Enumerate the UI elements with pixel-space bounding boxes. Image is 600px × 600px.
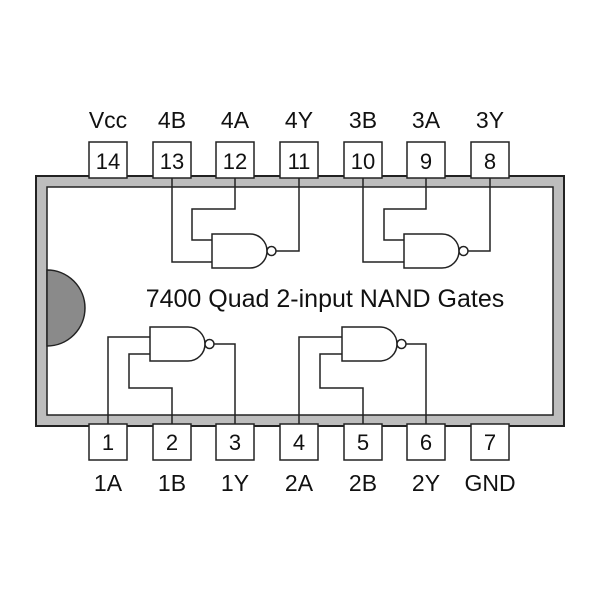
- pin-label: 3B: [349, 107, 377, 133]
- pin-box: [279, 423, 319, 461]
- top-pin-row: 14 Vcc 13 4B 12 4A 11 4Y 10 3B 9 3A: [88, 107, 510, 179]
- pin-box: [152, 423, 192, 461]
- nand-gate-body: [211, 233, 268, 269]
- pin-9: 9 3A: [406, 107, 446, 179]
- nand-gate-body: [341, 326, 398, 362]
- gate-wire: [383, 178, 427, 241]
- pin-number: 7: [484, 430, 496, 455]
- pin-label: 1A: [94, 470, 123, 496]
- pin-box: [152, 141, 192, 179]
- pin-11: 11 4Y: [279, 107, 319, 179]
- nand-gate-3: [362, 178, 491, 269]
- pin-1: 1 1A: [88, 423, 128, 496]
- pin-box: [215, 423, 255, 461]
- pin-number: 12: [223, 149, 247, 174]
- pin-number: 13: [160, 149, 184, 174]
- pin-number: 2: [166, 430, 178, 455]
- nand-inversion-bubble: [458, 245, 469, 257]
- nand-gate-body: [403, 233, 460, 269]
- pin-10: 10 3B: [343, 107, 383, 179]
- nand-inversion-bubble: [204, 338, 215, 350]
- pin-box: [88, 141, 128, 179]
- pin-box: [406, 423, 446, 461]
- nand-inversion-bubble: [396, 338, 407, 350]
- pin-6: 6 2Y: [406, 423, 446, 496]
- pin-label: 4B: [158, 107, 186, 133]
- pin-box: [279, 141, 319, 179]
- bottom-pin-row: 1 1A 2 1B 3 1Y 4 2A 5 2B 6 2Y: [88, 423, 516, 496]
- pin-label: 3Y: [476, 107, 504, 133]
- pin-4: 4 2A: [279, 423, 319, 496]
- gate-wire: [128, 353, 173, 424]
- nand-gate-2: [298, 326, 427, 424]
- pin-label: 2B: [349, 470, 377, 496]
- gate-wire: [362, 178, 404, 263]
- pin-number: 11: [288, 149, 311, 174]
- gate-wire: [107, 336, 150, 424]
- nand-gate-body: [149, 326, 206, 362]
- pin-label: GND: [464, 470, 515, 496]
- gate-wire: [276, 178, 300, 252]
- pin-box: [88, 423, 128, 461]
- pin-label: 4Y: [285, 107, 313, 133]
- pin-box: [470, 141, 510, 179]
- pin-label: 4A: [221, 107, 250, 133]
- pin-number: 14: [96, 149, 120, 174]
- pin-number: 1: [102, 430, 114, 455]
- pin-number: 10: [351, 149, 375, 174]
- gate-wire: [319, 353, 364, 424]
- chip-title: 7400 Quad 2-input NAND Gates: [146, 285, 505, 313]
- pin-14: 14 Vcc: [88, 107, 128, 179]
- pin-box: [470, 423, 510, 461]
- nand-inversion-bubble: [266, 245, 277, 257]
- pin-3: 3 1Y: [215, 423, 255, 496]
- nand-gate-4: [171, 178, 300, 269]
- gate-wire: [191, 178, 236, 241]
- pin-12: 12 4A: [215, 107, 255, 179]
- pin-label: 1Y: [221, 470, 249, 496]
- pin-number: 5: [357, 430, 369, 455]
- pin-number: 8: [484, 149, 496, 174]
- gate-wire: [171, 178, 212, 263]
- pin-number: 6: [420, 430, 432, 455]
- pin-label: 1B: [158, 470, 186, 496]
- pin-label: 2Y: [412, 470, 440, 496]
- gate-wire: [468, 178, 491, 252]
- pin-5: 5 2B: [343, 423, 383, 496]
- pin-box: [343, 423, 383, 461]
- pin-box: [406, 141, 446, 179]
- pin-7: 7 GND: [464, 423, 516, 496]
- pin-label: 2A: [285, 470, 314, 496]
- pin-number: 4: [293, 430, 305, 455]
- chip-notch: [46, 269, 86, 347]
- gate-wire: [406, 343, 427, 424]
- pin-number: 3: [229, 430, 241, 455]
- pin-8: 8 3Y: [470, 107, 510, 179]
- pin-label: 3A: [412, 107, 441, 133]
- gate-wire: [298, 336, 342, 424]
- pin-2: 2 1B: [152, 423, 192, 496]
- gate-wire: [214, 343, 236, 424]
- pin-label: Vcc: [89, 107, 127, 133]
- pin-13: 13 4B: [152, 107, 192, 179]
- nand-gate-1: [107, 326, 236, 424]
- pin-number: 9: [420, 149, 432, 174]
- chip-inner-area: [46, 186, 554, 416]
- pin-box: [343, 141, 383, 179]
